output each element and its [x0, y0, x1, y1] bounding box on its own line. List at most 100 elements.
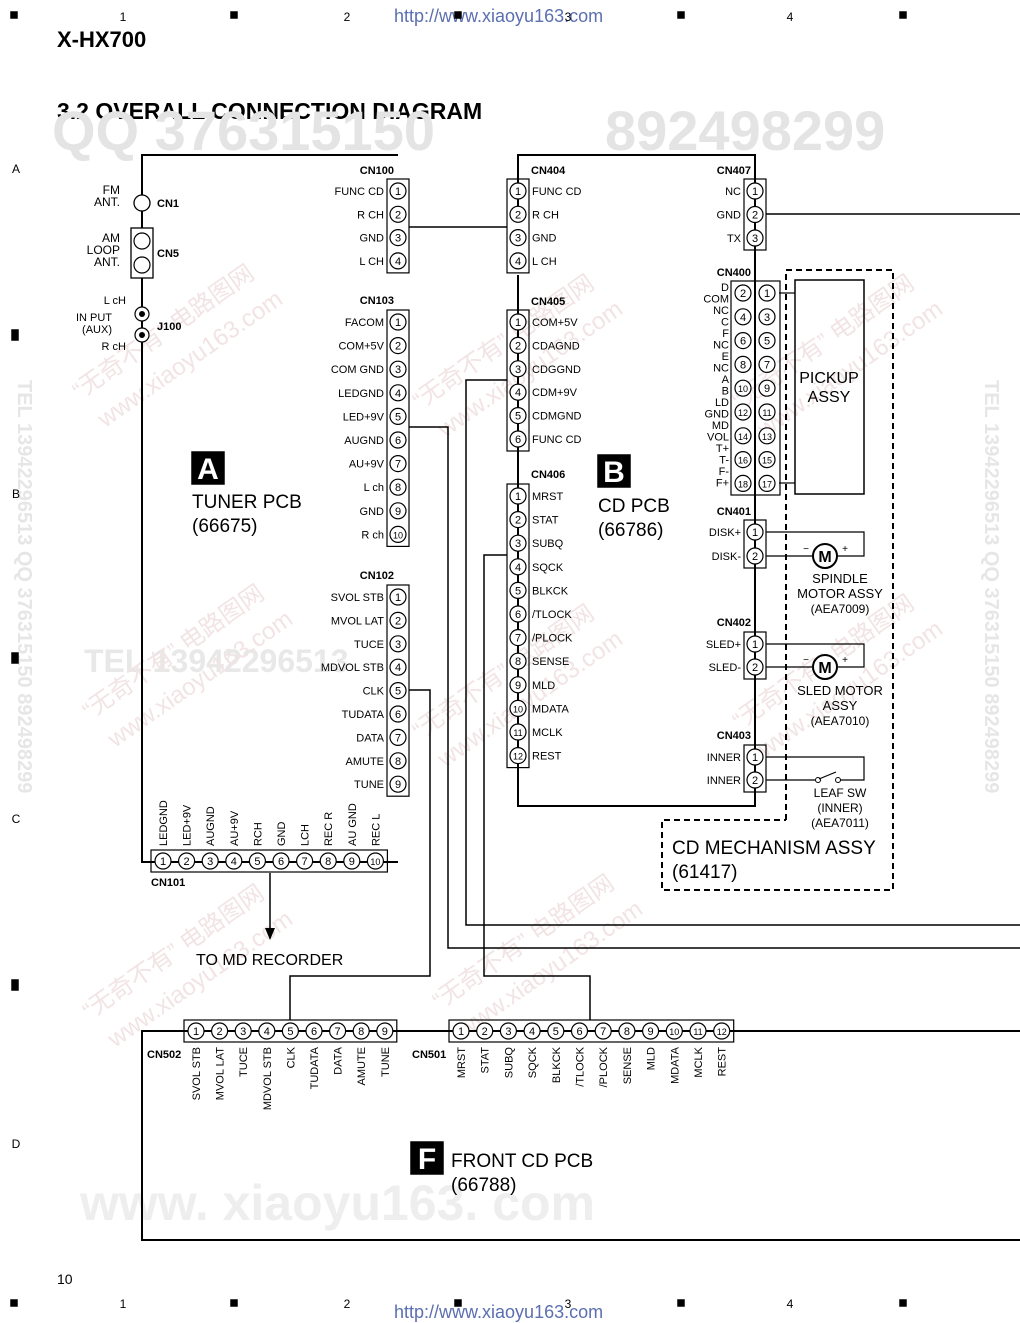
cn405-pin-3 [509, 360, 527, 378]
cn404-housing [506, 178, 530, 274]
front-badge-letter: F [418, 1143, 436, 1176]
bottom-url[interactable]: http://www.xiaoyu163.com [394, 1302, 604, 1322]
watermark-side-left: TEL 13942296513 QQ 376315150 892498299 [13, 380, 35, 793]
cn406-label: CN406 [531, 469, 565, 481]
pin-number: 1 [752, 752, 758, 764]
cn102-pin-7 [389, 728, 407, 747]
cn502-pin-2 [211, 1022, 229, 1040]
pin-number: 3 [395, 364, 401, 376]
pin-number: 6 [515, 609, 521, 621]
pin-number: 5 [395, 686, 401, 698]
cn101-pin-label: REC L [370, 814, 382, 846]
cn102-pin-5 [389, 681, 407, 700]
cn400-pin-15 [758, 451, 776, 469]
cn501-pin-label: /PLOCK [598, 1046, 610, 1087]
pin-number: 7 [335, 1026, 341, 1038]
cn400-housing [730, 280, 781, 496]
ruler-mark [454, 11, 462, 19]
cn406-pin-label: SUBQ [532, 538, 564, 550]
cn400-pin-2 [734, 284, 752, 302]
cn406-pin-8 [509, 652, 527, 670]
pin-number: 8 [395, 756, 401, 768]
cn407-pin-1 [746, 182, 764, 200]
cn501-pin-11 [689, 1022, 707, 1040]
leaf-label: (INNER) [817, 801, 862, 815]
pin-number: 5 [395, 411, 401, 423]
cn401-pin-label: DISK- [712, 551, 742, 563]
cn407-pin-label: NC [725, 186, 741, 198]
cn501-pin-6 [570, 1022, 589, 1040]
model-title: X-HX700 [57, 27, 147, 52]
cn400-pin-9 [758, 379, 776, 397]
cn406-pin-label: MLD [532, 680, 555, 692]
cn400-pin-label: C [721, 317, 729, 329]
cn400-pin-8 [734, 355, 752, 373]
cn406-pin-2 [509, 510, 527, 529]
cd-badge-letter: B [603, 456, 625, 489]
cn101-housing [150, 849, 388, 873]
pin-number: 4 [395, 388, 401, 400]
pin-number: 2 [752, 775, 758, 787]
ruler-row: C [12, 812, 21, 826]
cn5-label: CN5 [157, 248, 179, 260]
cn403-pin-2 [746, 771, 764, 789]
tuner-badge-letter: A [197, 453, 219, 486]
pin-number: 1 [458, 1026, 464, 1038]
cn407-pin-2 [746, 205, 764, 224]
pin-number: 5 [515, 585, 521, 597]
spindle-minus: − [803, 544, 809, 555]
cn405-pin-2 [509, 336, 527, 354]
cn406-pin-label: STAT [532, 515, 559, 527]
cn501-pin-12 [713, 1022, 731, 1040]
leaf-code: (AEA7011) [811, 816, 869, 830]
pin-number: 7 [600, 1026, 606, 1038]
cn406-pin-label: /TLOCK [532, 609, 572, 621]
cn400-pin-label: F+ [716, 478, 729, 490]
leaf-contact [835, 777, 841, 783]
pin-number: 1 [193, 1026, 199, 1038]
pin-number: 17 [762, 479, 772, 489]
pin-number: 1 [764, 288, 770, 300]
cn101-pin-label: LCH [300, 824, 312, 846]
cn103-pin-label: FACOM [345, 317, 384, 329]
cn101-pin-2 [178, 852, 196, 870]
watermark-number: 892498299 [605, 99, 885, 162]
cn405-pin-5 [509, 407, 527, 425]
cn400-pin-14 [734, 427, 752, 445]
cn101-pin-label: AU+9V [229, 810, 241, 846]
pin-number: 11 [762, 408, 771, 418]
pin-number: 2 [752, 662, 758, 674]
cn400-pin-label: NC [713, 363, 729, 375]
cn502-pin-label: SVOL STB [191, 1047, 203, 1100]
cn101-pin-label: RCH [252, 822, 264, 846]
pin-number: 7 [395, 459, 401, 471]
cn102-pin-label: TUDATA [342, 709, 385, 721]
top-url[interactable]: http://www.xiaoyu163.com [394, 6, 604, 26]
tuner-badge-box [191, 451, 225, 485]
cd-pcb-outline-bottom [517, 780, 756, 807]
cn406-pin-9 [509, 676, 527, 694]
cn102-pin-8 [389, 752, 407, 770]
am-terminal [133, 256, 151, 274]
pin-number: 6 [278, 856, 284, 868]
cn400-pin-label: GND [705, 409, 730, 421]
cn102-pin-label: TUNE [354, 779, 384, 791]
cn501-pin-label: MCLK [693, 1046, 705, 1077]
cn400-pin-label: F- [719, 466, 730, 478]
sled-wire [766, 643, 865, 668]
pin-number: 2 [395, 341, 401, 353]
cn103-pin-label: L ch [364, 482, 384, 494]
spindle-code: (AEA7009) [811, 602, 870, 616]
cn102-label: CN102 [360, 570, 394, 582]
cn405-pin-label: COM+5V [532, 317, 578, 329]
ruler-mark [454, 1299, 462, 1307]
cn101-pin-label: AU GND [347, 803, 359, 846]
pin-number: 4 [515, 256, 521, 268]
cn404-pin-2 [509, 205, 527, 223]
cn406-pin-label: SENSE [532, 656, 569, 668]
aux-lch-label: L cH [104, 295, 126, 307]
pin-number: 18 [738, 479, 748, 489]
cn100-pin-label: FUNC CD [335, 186, 385, 198]
cn102-pin-label: AMUTE [346, 756, 385, 768]
pin-number: 1 [515, 317, 521, 329]
